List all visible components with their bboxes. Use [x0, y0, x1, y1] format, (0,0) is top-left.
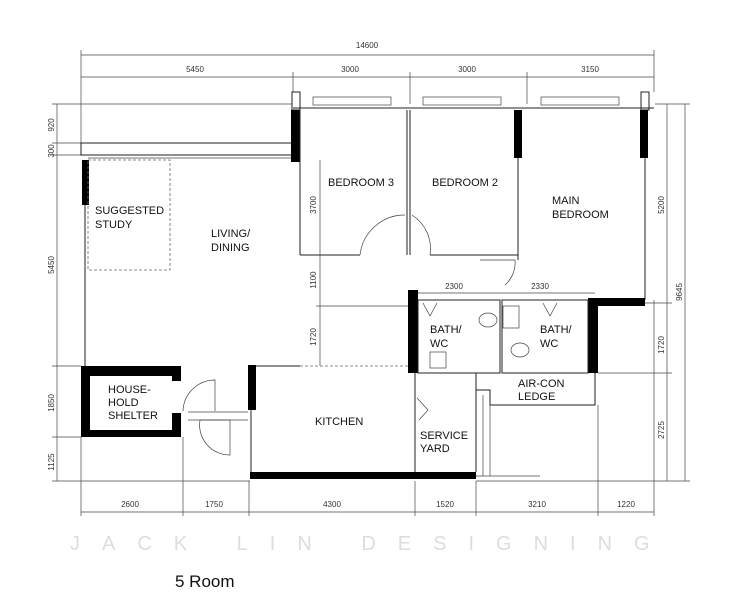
dim-top: 3000: [458, 65, 476, 74]
dim-bottom: 1220: [617, 500, 635, 509]
label-living: DINING: [211, 242, 250, 254]
label-bedroom3: BEDROOM 3: [328, 177, 394, 189]
label-bath2: WC: [540, 338, 558, 350]
label-shelter: SHELTER: [108, 410, 158, 422]
bottom-dimensions: 2600 1750 4300 1520 3210 1220: [80, 300, 655, 516]
dim-bottom: 1520: [436, 500, 454, 509]
dim-bottom: 4300: [323, 500, 341, 509]
walls: [80, 91, 654, 479]
label-bath2: BATH/: [540, 324, 573, 336]
label-study: SUGGESTED: [95, 205, 164, 217]
label-bath1: BATH/: [430, 324, 463, 336]
dim-left: 920: [47, 118, 56, 132]
dim-mid: 1720: [309, 328, 318, 346]
label-kitchen: KITCHEN: [315, 416, 363, 428]
dim-bottom: 2600: [121, 500, 139, 509]
label-bedroom2: BEDROOM 2: [432, 177, 498, 189]
dim-mid: 1100: [309, 271, 318, 289]
dim-right: 1720: [657, 336, 666, 354]
label-study: STUDY: [95, 219, 133, 231]
dim-bath: 2330: [531, 282, 549, 291]
dim-top: 3150: [581, 65, 599, 74]
label-aircon: LEDGE: [518, 391, 555, 403]
top-dimensions: 14600 5450 3000 3000 3150: [80, 41, 655, 143]
dim-left: 5450: [47, 256, 56, 274]
label-service-yard: YARD: [420, 443, 450, 455]
plan-caption: 5 Room: [175, 572, 235, 591]
room-labels: BEDROOM 3 BEDROOM 2 MAIN BEDROOM SUGGEST…: [95, 177, 609, 455]
dim-left: 1125: [47, 453, 56, 471]
label-shelter: HOLD: [108, 397, 139, 409]
label-bath1: WC: [430, 338, 448, 350]
right-dimensions: 5200 9645 1720 2725: [476, 103, 690, 482]
dim-top: 3000: [341, 65, 359, 74]
label-service-yard: SERVICE: [420, 430, 468, 442]
dim-top: 5450: [186, 65, 204, 74]
dim-bath: 2300: [445, 282, 463, 291]
label-aircon: AIR-CON: [518, 378, 565, 390]
dim-right: 2725: [657, 421, 666, 439]
dim-left: 300: [47, 144, 56, 158]
dim-mid: 3700: [309, 196, 318, 214]
dim-bottom: 1750: [205, 500, 223, 509]
label-shelter: HOUSE-: [108, 384, 151, 396]
dim-total: 14600: [356, 41, 379, 50]
dim-right: 5200: [657, 196, 666, 214]
label-main-bedroom: BEDROOM: [552, 209, 609, 221]
left-dimensions: 920 300 5450 1850 1125: [47, 103, 292, 482]
dim-bottom: 3210: [528, 500, 546, 509]
label-main-bedroom: MAIN: [552, 195, 580, 207]
watermark: JACK LIN DESIGNING: [70, 533, 672, 555]
dim-left: 1850: [47, 394, 56, 412]
dim-right: 9645: [675, 283, 684, 301]
label-living: LIVING/: [211, 228, 251, 240]
